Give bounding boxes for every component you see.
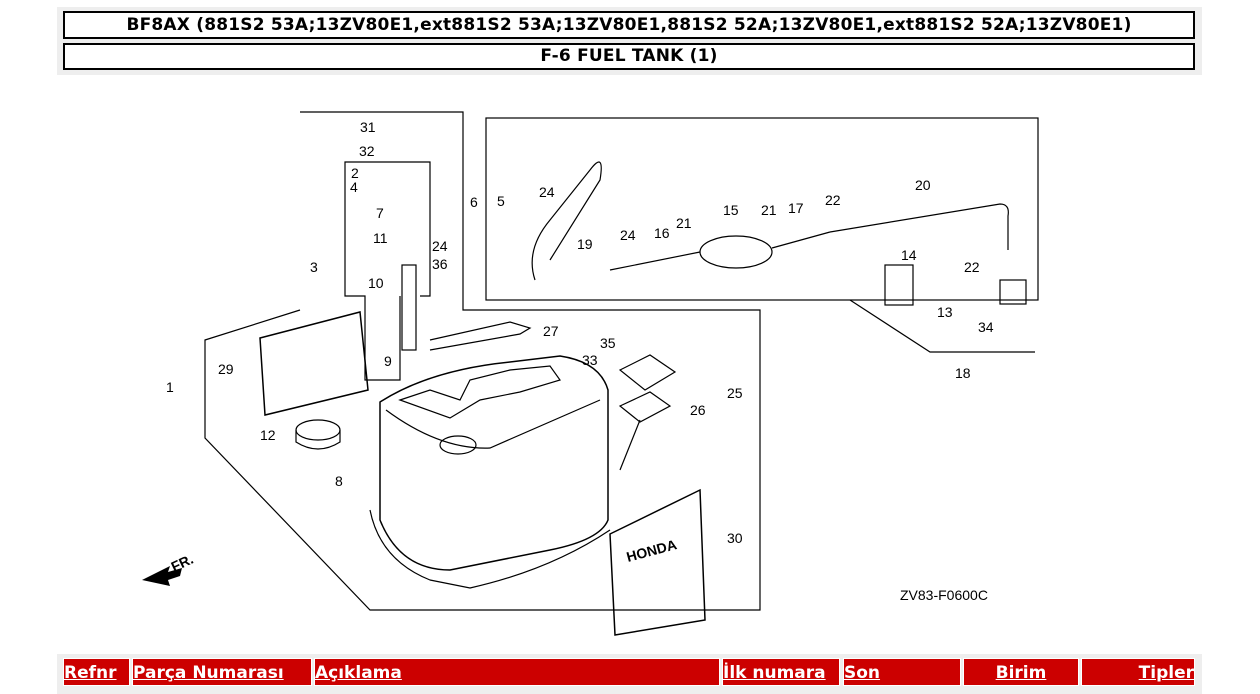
callout-21b: 21	[761, 202, 777, 218]
callout-34: 34	[978, 319, 994, 335]
callout-7: 7	[376, 205, 384, 221]
col-description[interactable]: Açıklama	[314, 658, 720, 686]
col-first-number[interactable]: İlk numara	[722, 658, 840, 686]
col-types[interactable]: Tipler	[1081, 658, 1195, 686]
callout-27: 27	[543, 323, 559, 339]
callout-29: 29	[218, 361, 234, 377]
callout-16: 16	[654, 225, 670, 241]
model-title: BF8AX (881S2 53A;13ZV80E1,ext881S2 53A;1…	[63, 11, 1195, 39]
callout-3: 3	[310, 259, 318, 275]
callout-1: 1	[166, 379, 174, 395]
callout-6: 6	[470, 194, 478, 210]
callout-31: 31	[360, 119, 376, 135]
col-unit[interactable]: Birim	[963, 658, 1079, 686]
col-refnr[interactable]: Refnr	[63, 658, 130, 686]
callout-24c: 24	[620, 227, 636, 243]
callout-2: 2	[351, 165, 359, 181]
callout-21a: 21	[676, 215, 692, 231]
col-first-number-link[interactable]: İlk numara	[723, 663, 826, 683]
callout-20: 20	[915, 177, 931, 193]
callout-35: 35	[600, 335, 616, 351]
callout-33: 33	[582, 352, 598, 368]
callout-4: 4	[350, 179, 358, 195]
col-part-number-link[interactable]: Parça Numarası	[133, 663, 284, 683]
callout-25: 25	[727, 385, 743, 401]
callout-10: 10	[368, 275, 384, 291]
callout-14: 14	[901, 247, 917, 263]
callout-24a: 24	[539, 184, 555, 200]
callout-19: 19	[577, 236, 593, 252]
col-unit-link[interactable]: Birim	[995, 663, 1047, 683]
col-last-link[interactable]: Son	[844, 663, 881, 683]
callout-22b: 22	[964, 259, 980, 275]
callout-12: 12	[260, 427, 276, 443]
callout-11: 11	[373, 230, 388, 246]
front-label: FR.	[169, 551, 196, 575]
callout-32: 32	[359, 143, 375, 159]
parts-diagram: FR. ZV83-F0600C HONDA 1 2 3 4 5 6 7 8 9 …	[130, 100, 1130, 640]
callout-26: 26	[690, 402, 706, 418]
callout-17: 17	[788, 200, 804, 216]
col-part-number[interactable]: Parça Numarası	[132, 658, 312, 686]
col-types-link[interactable]: Tipler	[1138, 663, 1194, 683]
col-description-link[interactable]: Açıklama	[315, 663, 402, 683]
callout-36: 36	[432, 256, 448, 272]
brand-text: HONDA	[625, 536, 679, 565]
col-refnr-link[interactable]: Refnr	[64, 663, 117, 683]
callout-9: 9	[384, 353, 392, 369]
col-last[interactable]: Son	[843, 658, 961, 686]
callout-8: 8	[335, 473, 343, 489]
callout-24b: 24	[432, 238, 448, 254]
callout-15: 15	[723, 202, 739, 218]
callout-5: 5	[497, 193, 505, 209]
diagram-code: ZV83-F0600C	[900, 587, 988, 603]
callout-30: 30	[727, 530, 743, 546]
callout-18: 18	[955, 365, 971, 381]
callout-13: 13	[937, 304, 953, 320]
callout-22a: 22	[825, 192, 841, 208]
section-title: F-6 FUEL TANK (1)	[63, 43, 1195, 70]
